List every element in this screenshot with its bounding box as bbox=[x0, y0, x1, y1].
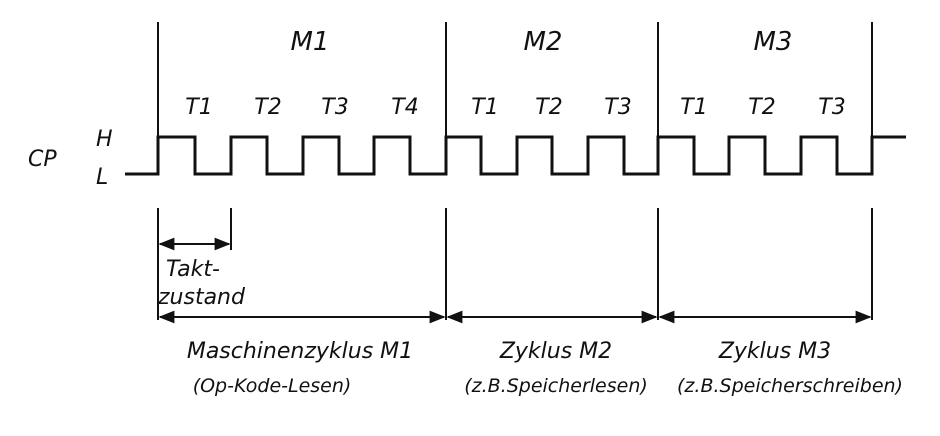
state-label-m2-t1: T1 bbox=[471, 95, 498, 120]
cycle-label-m1: M1 bbox=[291, 27, 330, 57]
cycle-label-m3: M3 bbox=[754, 27, 793, 57]
clock-state-label-line2: zustand bbox=[157, 285, 246, 310]
state-label-m2-t3: T3 bbox=[604, 95, 631, 120]
cycle-label-m2: M2 bbox=[524, 27, 563, 57]
clock-state-label-line1: Takt- bbox=[166, 257, 220, 282]
state-label-m3-t2: T2 bbox=[748, 95, 775, 120]
cycle-desc-m3-line1: Zyklus M3 bbox=[718, 339, 831, 364]
state-label-m1-t4: T4 bbox=[391, 95, 418, 120]
cycle-desc-m1-line2: (Op-Kode-Lesen) bbox=[193, 375, 352, 397]
state-label-m2-t2: T2 bbox=[535, 95, 562, 120]
signal-name: CP bbox=[28, 147, 57, 172]
state-label-m1-t2: T2 bbox=[254, 95, 281, 120]
clock-waveform bbox=[125, 135, 906, 176]
state-label-m1-t3: T3 bbox=[321, 95, 348, 120]
cycle-desc-m1-line1: Maschinenzyklus M1 bbox=[187, 339, 413, 364]
level-low-label: L bbox=[96, 165, 108, 190]
level-high-label: H bbox=[96, 127, 113, 152]
cycle-desc-m3-line2: (z.B.Speicherschreiben) bbox=[677, 375, 903, 397]
cycle-desc-m2-line1: Zyklus M2 bbox=[499, 339, 612, 364]
cycle-boundaries bbox=[157, 22, 873, 320]
cycle-desc-m2-line2: (z.B.Speicherlesen) bbox=[464, 375, 648, 397]
state-label-m3-t1: T1 bbox=[680, 95, 707, 120]
state-label-m3-t3: T3 bbox=[818, 95, 845, 120]
state-label-m1-t1: T1 bbox=[185, 95, 212, 120]
